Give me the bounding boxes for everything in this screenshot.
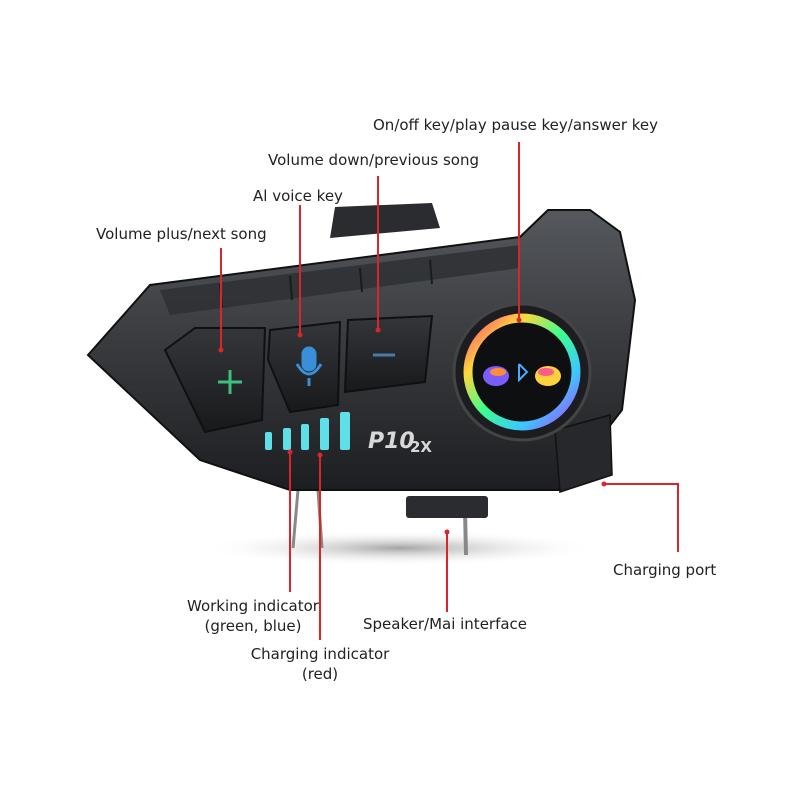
main-button-ring: [463, 313, 581, 431]
mic-glyph: [295, 346, 323, 386]
label-speaker-interface: Speaker/Mai interface: [363, 615, 528, 633]
top-clip: [330, 203, 440, 238]
label-volume-down: Volume down/previous song: [268, 151, 480, 169]
label-working-line2: (green, blue): [204, 617, 302, 635]
label-working-line1: Working indicator: [187, 597, 319, 615]
floor-shadow: [200, 530, 600, 566]
label-charging-indicator: Charging indicator (red): [240, 644, 400, 684]
mounting-pins: [291, 489, 488, 556]
helmet-glyphs: [483, 363, 561, 386]
label-ai-voice-key: Al voice key: [253, 187, 343, 205]
indicator-bars: [265, 412, 350, 450]
model-suffix: 2X: [410, 438, 432, 456]
label-charging-ind-line2: (red): [301, 665, 339, 683]
label-onoff-key: On/off key/play pause key/answer key: [373, 116, 659, 134]
callout-lines: [220, 142, 679, 640]
plus-glyph: [218, 370, 242, 394]
label-charging-port: Charging port: [613, 561, 717, 579]
callout-dots: [218, 317, 607, 535]
charging-port-block: [554, 414, 613, 494]
label-charging-ind-line1: Charging indicator: [250, 645, 390, 663]
model-text: P10: [368, 429, 415, 454]
label-working-indicator: Working indicator (green, blue): [160, 596, 346, 636]
plus-button-shape: [163, 327, 267, 434]
label-volume-plus: Volume plus/next song: [96, 225, 267, 243]
